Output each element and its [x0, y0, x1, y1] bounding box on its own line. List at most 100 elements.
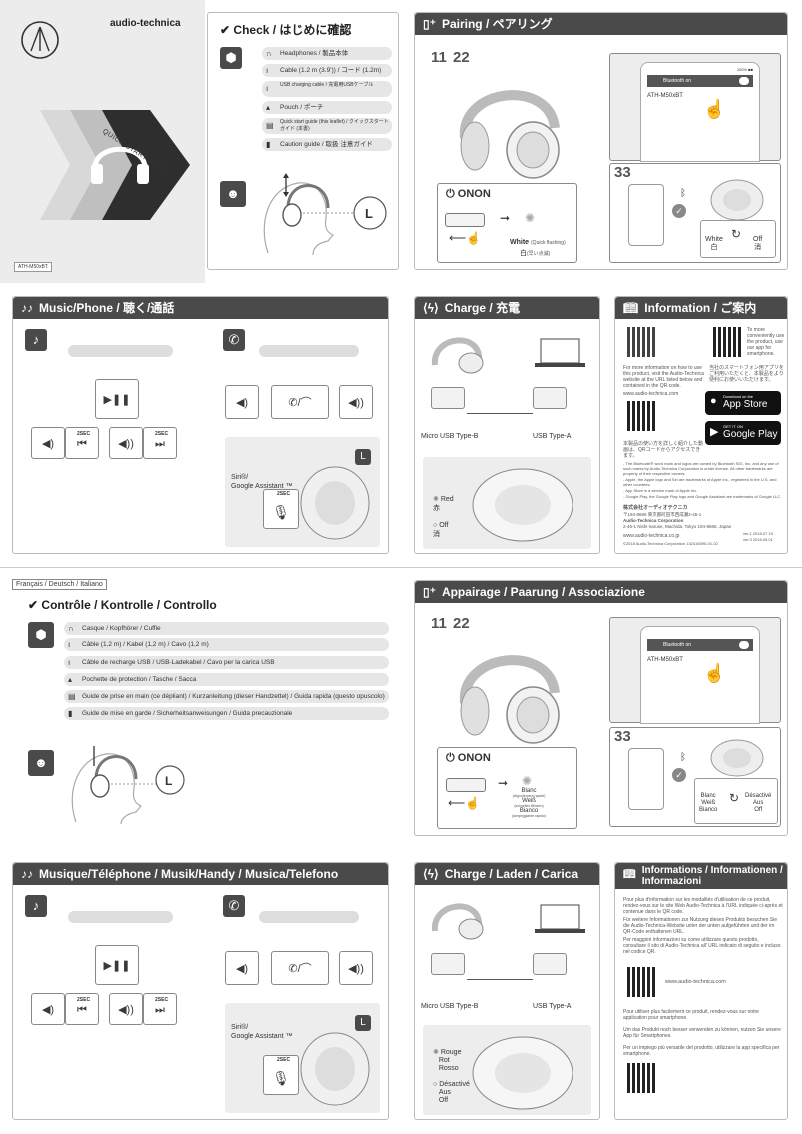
play-pause-button[interactable]: ▶❚❚: [95, 945, 139, 985]
pouch-icon: ▴: [266, 103, 271, 112]
pairing-panel-jp: ▯⁺Pairing / ペアリング 11 22 ⏻ ONON ➞ ✺ ⟵☝ Wh…: [414, 12, 788, 270]
rouge-status: ✺ Rouge Rot Rosso: [433, 1049, 462, 1072]
leaflet-icon: ▤: [68, 692, 76, 701]
micro-usb-label: Micro USB Type-B: [421, 1003, 479, 1010]
info-url[interactable]: www.audio-technica.com: [623, 391, 679, 397]
l-marker: L: [365, 206, 373, 221]
red-led-icon: ✺: [433, 496, 439, 503]
hand-slide-icon: ⟵☝: [448, 796, 481, 810]
play-pause-button[interactable]: ▶❚❚: [95, 379, 139, 419]
volume-up-button[interactable]: ◀)): [109, 993, 143, 1025]
check-icon: ✔: [220, 23, 231, 37]
answer-end-call-button[interactable]: ✆/⌒: [271, 385, 329, 419]
bluetooth-switch: [445, 213, 485, 227]
laptop-icon: [535, 904, 585, 933]
answer-end-call-button[interactable]: ✆/⌒: [271, 951, 329, 985]
info-p6: Per un impiego più versatile del prodott…: [623, 1045, 780, 1057]
box-icon: ⬢: [220, 47, 242, 69]
music-panel-jp: ♪♪Music/Phone / 聴く/通話 ♪ ▶❚❚ ◀) ⏮ ◀)) ⏭ 2…: [12, 296, 389, 554]
info-p1: Pour plus d'information sur les modalité…: [623, 897, 783, 915]
previous-track-button[interactable]: ⏮: [65, 993, 99, 1025]
battery-icon: ⟨ϟ⟩: [423, 301, 439, 315]
qr-code-app-icon: [713, 327, 743, 357]
address-jp: 〒194-8666 東京都町田市西成瀬2-46-1: [623, 512, 702, 517]
brand-logo-icon: [21, 21, 59, 59]
next-track-button[interactable]: ⏭: [143, 427, 177, 459]
earcup-charge-illustration: [472, 1036, 573, 1110]
volume-down-call-button[interactable]: ◀): [225, 951, 259, 985]
control-strip: [68, 911, 173, 923]
volume-up-call-button[interactable]: ◀)): [339, 951, 373, 985]
cycle-icon: ↻: [731, 227, 742, 241]
check-item: ▴Pochette de protection / Tasche / Sacca: [64, 673, 389, 686]
voice-assistant-button[interactable]: 🎙︎: [263, 489, 299, 529]
earcup-illustration: [710, 739, 764, 777]
sec-label-1: 2SEC: [77, 431, 91, 437]
step-3: 33: [614, 728, 631, 745]
battery-icon: ⟨ϟ⟩: [423, 867, 439, 881]
usb-cable-icon: ı: [68, 658, 71, 667]
check-item: ▴Pouch / ポーチ: [262, 101, 392, 114]
bluetooth-setting-row: Bluetooth on: [647, 639, 753, 651]
voice-assistant-button[interactable]: 🎙︎: [263, 1055, 299, 1095]
device-list-item[interactable]: ATH-M50xBT: [647, 93, 683, 99]
pairing-panel-eu: ▯⁺Appairage / Paarung / Associazione 11 …: [414, 580, 788, 836]
charge-status-callout: ✺ Rouge Rot Rosso ○ Désactivé Aus Off: [423, 1025, 591, 1115]
volume-down-call-button[interactable]: ◀): [225, 385, 259, 419]
desactive-status: ○ Désactivé Aus Off: [433, 1081, 470, 1104]
check-item: ▤Quick start guide (this leaflet) / クイック…: [262, 118, 392, 134]
toggle-icon[interactable]: [739, 641, 749, 649]
device-list-item[interactable]: ATH-M50xBT: [647, 657, 683, 663]
next-track-button[interactable]: ⏭: [143, 993, 177, 1025]
legal-1: - The Bluetooth® word mark and logos are…: [623, 461, 779, 476]
power-icon: ⏻: [446, 752, 455, 764]
google-play-badge[interactable]: ▶ GET IT ON Google Play: [705, 421, 781, 445]
l-badge: L: [355, 449, 371, 465]
power-icon: ⏻: [446, 188, 455, 200]
bluetooth-icon: ᛒ: [680, 752, 686, 763]
volume-up-button[interactable]: ◀)): [109, 427, 143, 459]
info-text-en: For more information on how to use this …: [623, 365, 704, 389]
user-icon: ☻: [28, 750, 54, 776]
check-item: ▮Caution guide / 取扱 注意ガイド: [262, 138, 392, 151]
toggle-icon[interactable]: [739, 77, 749, 85]
check-item: ▤Guide de prise en main (ce dépliant) / …: [64, 690, 389, 703]
volume-down-button[interactable]: ◀): [31, 427, 65, 459]
pairing-icon: ▯⁺: [423, 585, 436, 599]
info-header-eu: 📖︎Informations / Informationen / Informa…: [615, 863, 787, 889]
previous-track-button[interactable]: ⏮: [65, 427, 99, 459]
volume-up-call-button[interactable]: ◀)): [339, 385, 373, 419]
usb-cable-line: [467, 413, 533, 414]
step-3: 33: [614, 164, 631, 181]
red-led-icon: ✺: [433, 1049, 439, 1056]
earcup-hand-illustration: [300, 1032, 370, 1106]
power-callout-eu: ⏻ ONON ➞ ✺ ⟵☝ Blanc(clignotement rapide)…: [437, 747, 577, 829]
headphones-illustration: [459, 90, 560, 179]
usb-a-label: USB Type-A: [533, 433, 572, 440]
info-url-eu[interactable]: www.audio-technica.com: [665, 979, 726, 985]
cycle-icon: ↻: [729, 791, 740, 805]
sec-label-2: 2SEC: [155, 431, 169, 437]
check-item: ▮Guide de mise en garde / Sicherheitsanw…: [64, 707, 389, 720]
music-note-icon: ♪♪: [21, 867, 33, 881]
info-p4: Pour utiliser plus facilement ce produit…: [623, 1009, 759, 1021]
bluetooth-icon: ᛒ: [680, 188, 686, 199]
volume-down-button[interactable]: ◀): [31, 993, 65, 1025]
app-store-badge[interactable]: ● Download on the App Store: [705, 391, 781, 415]
check-item: ∩Headphones / 製品本体: [262, 47, 392, 60]
flash-labels: Blanc(clignotement rapide) Weiß(schnelle…: [512, 788, 547, 818]
check-circle-icon: ✓: [672, 204, 686, 218]
phone-callout-eu: Bluetooth on ATH-M50xBT ☝: [609, 617, 781, 724]
earcup-hand-illustration: [300, 466, 370, 540]
head-with-headphones-icon: L: [263, 173, 387, 256]
step-2: 22: [453, 615, 470, 632]
check-title: ✔ Check / はじめに確認: [220, 23, 352, 37]
website-jp[interactable]: www.audio-technica.co.jp: [623, 533, 680, 539]
usb-a-label: USB Type-A: [533, 1003, 572, 1010]
pouch-icon: ▴: [68, 675, 73, 684]
